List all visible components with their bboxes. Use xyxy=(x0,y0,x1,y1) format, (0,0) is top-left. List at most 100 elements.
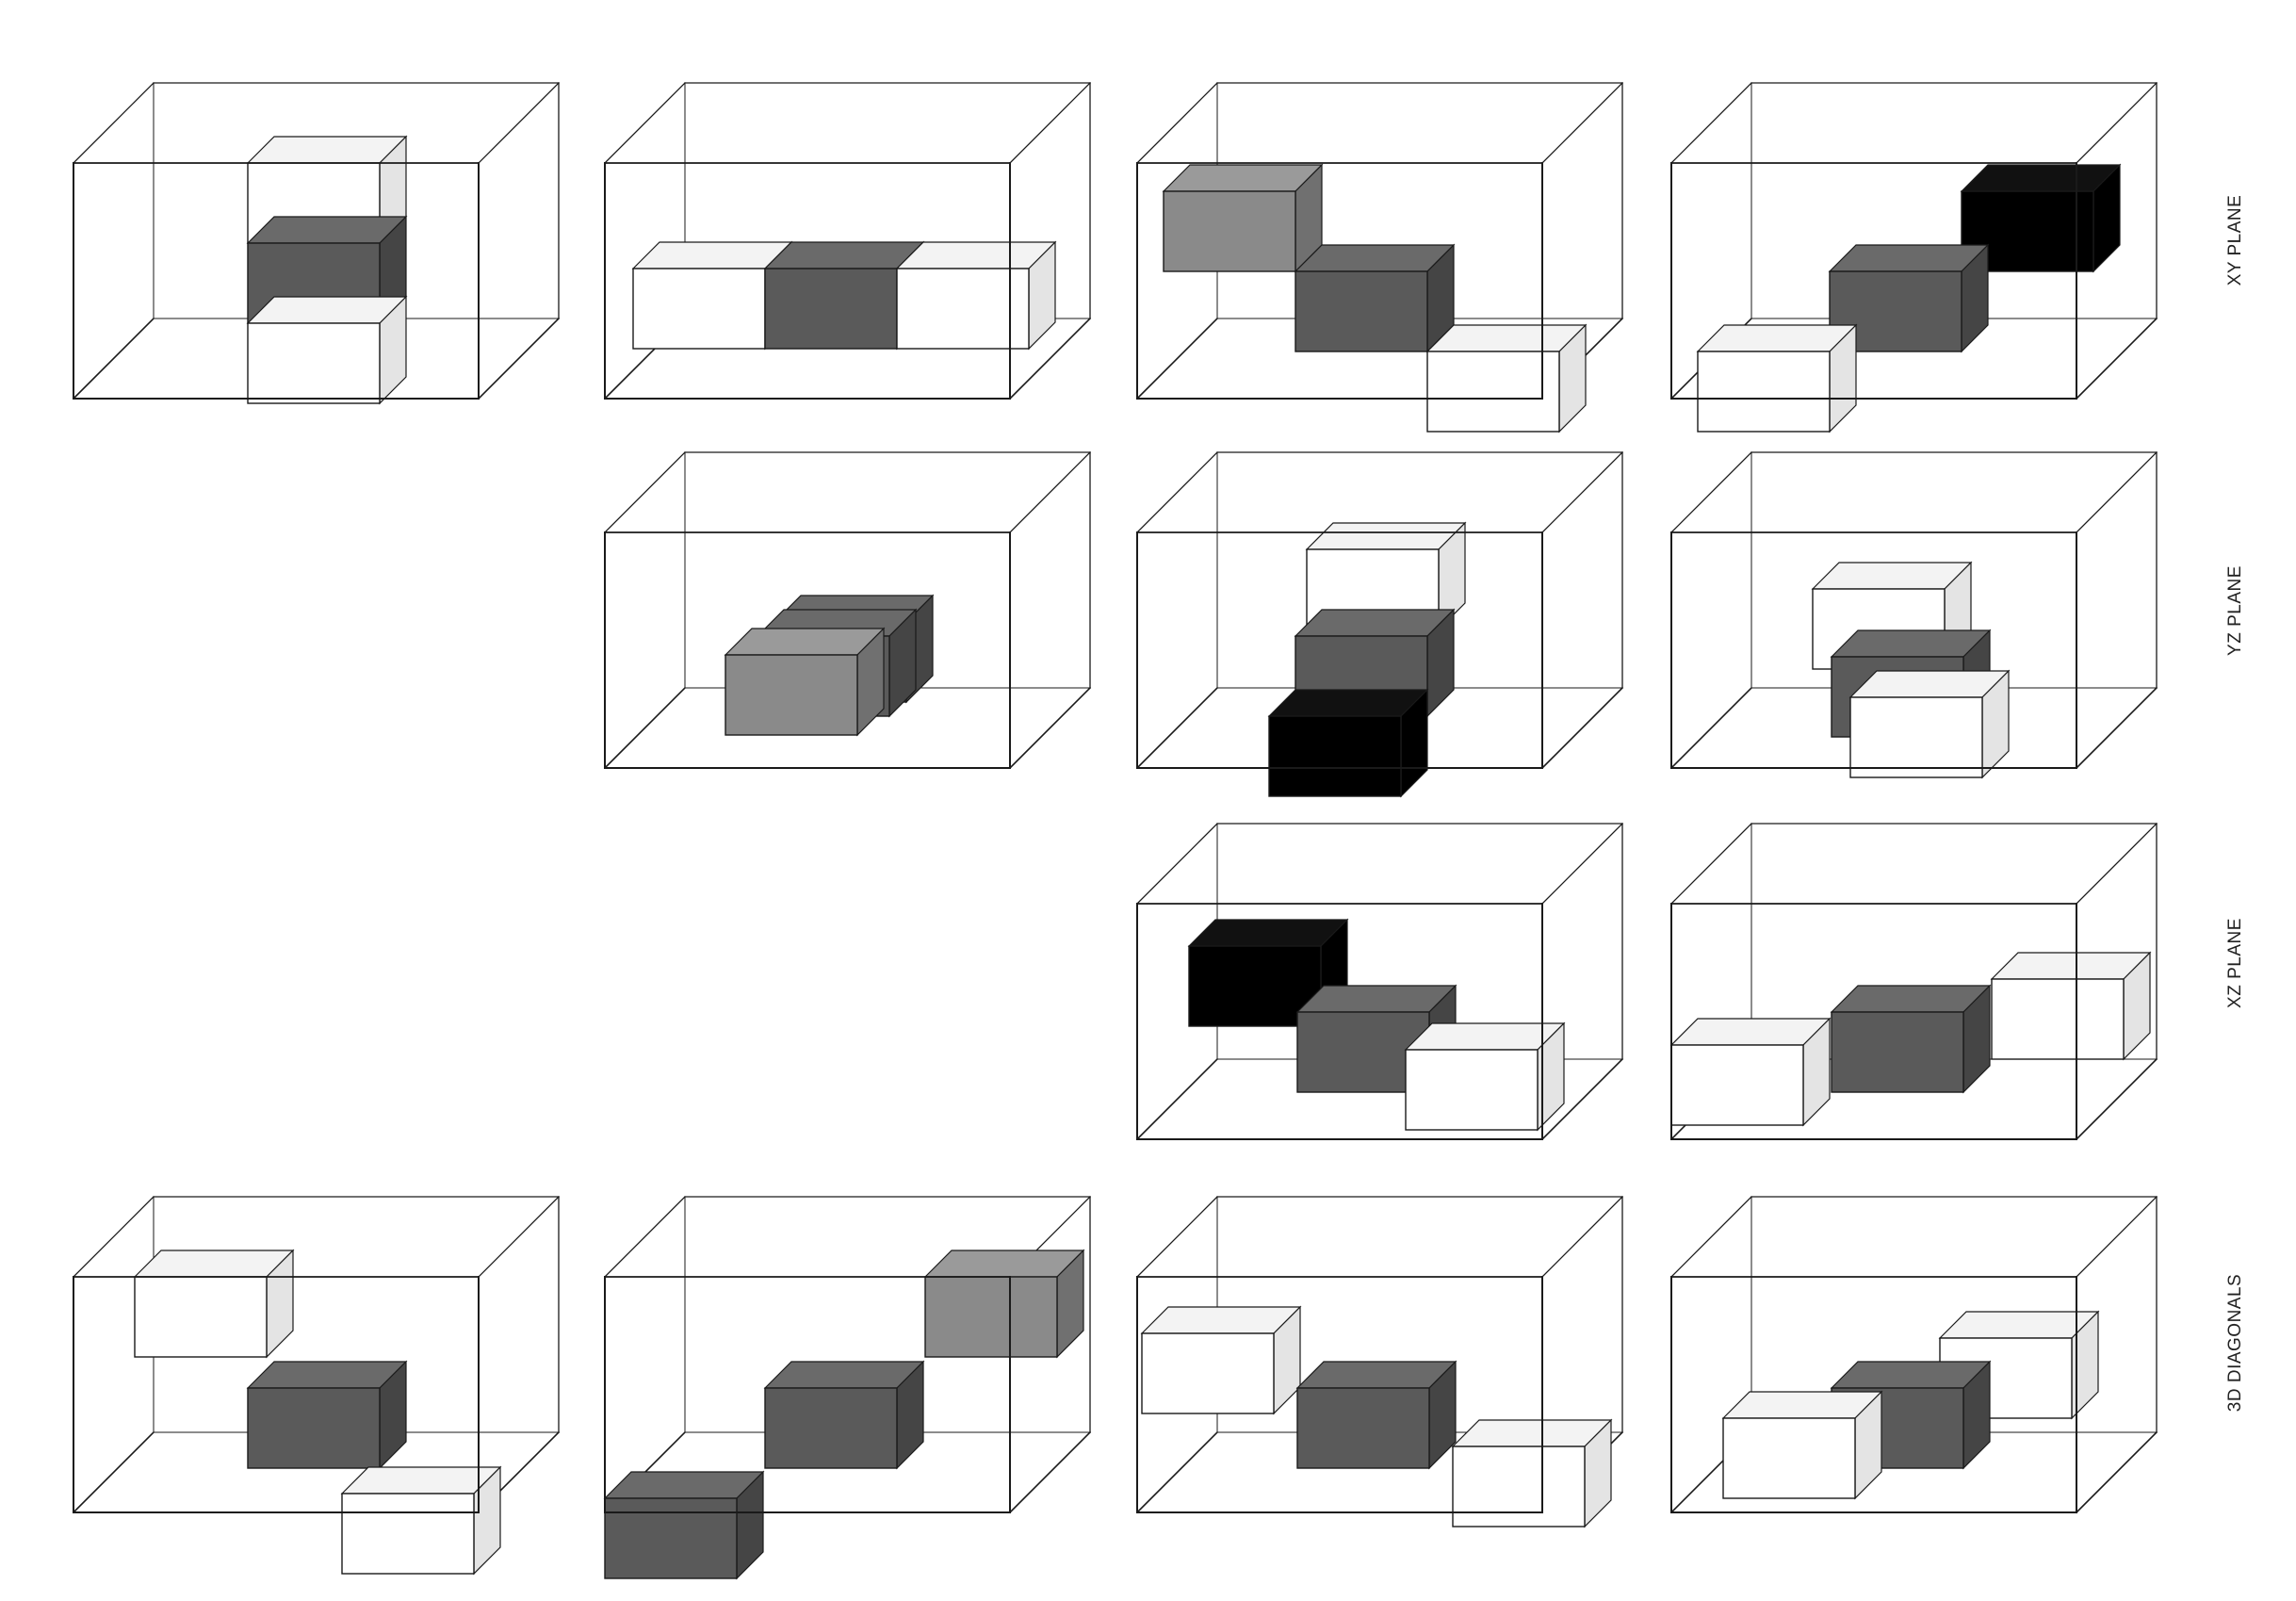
box-connector-top-left xyxy=(1136,1196,1218,1278)
box-connector-top-left xyxy=(1136,82,1218,164)
box-connector-bottom-right xyxy=(2075,686,2158,770)
box-connector-top-left xyxy=(604,1196,686,1278)
box-connector-top-right xyxy=(1541,451,1623,533)
cube-top-face xyxy=(246,216,408,244)
box-connector-top-left xyxy=(73,1196,155,1278)
cube-white-0 xyxy=(133,1249,295,1359)
box-connector-bottom-left xyxy=(72,1430,155,1514)
cube-top-face xyxy=(1294,609,1456,637)
box-connector-bottom-right xyxy=(1540,1057,1624,1141)
row-label-xz-plane: XZ PLANE xyxy=(2225,918,2245,1008)
cube-white-0 xyxy=(1669,1017,1832,1127)
cube-top-face xyxy=(1669,1018,1832,1046)
panel-r2-c2 xyxy=(1135,823,1624,1141)
box-connector-top-right xyxy=(2076,451,2158,533)
row-label-3d-diagonals: 3D DIAGONALS xyxy=(2225,1274,2245,1412)
cube-black-2 xyxy=(1267,688,1429,798)
cube-top-face xyxy=(1848,670,2011,698)
cube-dark-1 xyxy=(1294,243,1456,353)
cube-front-face xyxy=(1268,715,1402,797)
panel-r3-c2 xyxy=(1135,1196,1624,1528)
cube-top-face xyxy=(133,1250,295,1278)
cube-top-face xyxy=(1305,522,1467,550)
box-connector-bottom-left xyxy=(1135,686,1219,770)
cube-front-face xyxy=(134,1276,268,1358)
cube-white-2 xyxy=(340,1465,502,1576)
cube-white-0 xyxy=(1721,1390,1883,1500)
cube-front-face xyxy=(1295,270,1428,352)
cube-top-face xyxy=(1828,244,1990,272)
cube-top-face xyxy=(895,241,1057,270)
panel-r0-c2 xyxy=(1135,82,1624,433)
row-labels: XY PLANE YZ PLANE XZ PLANE 3D DIAGONALS xyxy=(2225,195,2245,1413)
cube-top-face xyxy=(724,628,886,656)
cube-dark-0 xyxy=(603,1470,765,1580)
box-connector-top-right xyxy=(1009,451,1091,533)
cube-top-face xyxy=(1830,629,1992,658)
cube-front-face xyxy=(1141,1332,1275,1414)
cube-light-2 xyxy=(724,627,886,737)
cube-front-face xyxy=(764,1387,898,1469)
box-connector-top-left xyxy=(1136,823,1218,905)
cube-top-face xyxy=(1830,985,1992,1013)
box-connector-top-right xyxy=(1009,82,1091,164)
cube-front-face xyxy=(924,1276,1058,1358)
box-connector-bottom-right xyxy=(2075,1057,2158,1141)
box-connector-top-right xyxy=(2076,82,2158,164)
cube-top-face xyxy=(1295,985,1457,1013)
cube-front-face xyxy=(1697,351,1831,433)
box-connector-top-left xyxy=(604,451,686,533)
cube-front-face xyxy=(1849,696,1983,778)
panel-r3-c0 xyxy=(72,1196,561,1576)
cube-white-0 xyxy=(1140,1305,1302,1415)
cube-top-face xyxy=(1162,164,1324,192)
cube-top-face xyxy=(1451,1419,1613,1447)
cube-dark-1 xyxy=(246,1360,408,1470)
cube-top-face xyxy=(1267,689,1429,717)
cube-top-face xyxy=(1294,244,1456,272)
cube-front-face xyxy=(247,1387,381,1469)
cube-top-face xyxy=(246,296,408,324)
box-connector-bottom-left xyxy=(1135,1430,1219,1514)
box-connector-top-right xyxy=(1541,82,1623,164)
box-connector-top-right xyxy=(478,82,560,164)
cube-dark-1 xyxy=(763,1360,925,1470)
box-connector-bottom-right xyxy=(1008,686,1092,770)
box-connector-top-left xyxy=(1670,1196,1752,1278)
box-connector-top-right xyxy=(2076,823,2158,905)
cube-top-face xyxy=(1721,1391,1883,1419)
cube-top-face xyxy=(1295,1361,1457,1389)
cube-top-face xyxy=(246,1361,408,1389)
cube-top-face xyxy=(1960,164,2122,192)
cube-front-face xyxy=(1831,1011,1964,1093)
cube-white-2 xyxy=(1451,1418,1613,1528)
cube-white-2 xyxy=(246,295,408,405)
cube-top-face xyxy=(1425,324,1588,352)
cube-front-face xyxy=(764,268,898,350)
cube-white-2 xyxy=(1938,1310,2100,1420)
cube-light-0 xyxy=(1162,163,1324,273)
panel-r3-c1 xyxy=(603,1196,1092,1580)
box-connector-bottom-right xyxy=(2075,1430,2158,1514)
box-connector-top-left xyxy=(1670,451,1752,533)
panel-r0-c1 xyxy=(603,82,1092,400)
cube-front-face xyxy=(632,268,766,350)
cube-top-face xyxy=(1990,952,2152,980)
cube-front-face xyxy=(341,1493,475,1575)
cube-front-face xyxy=(1296,1387,1430,1469)
box-connector-top-right xyxy=(478,1196,560,1278)
box-connector-top-left xyxy=(1136,451,1218,533)
cube-top-face xyxy=(340,1466,502,1495)
cube-top-face xyxy=(603,1471,765,1499)
cube-front-face xyxy=(1426,351,1560,433)
cube-front-face xyxy=(247,322,381,404)
box-connector-bottom-right xyxy=(477,317,561,400)
box-connector-bottom-right xyxy=(1008,1430,1092,1514)
box-connector-bottom-left xyxy=(1135,317,1219,400)
cube-top-face xyxy=(1938,1311,2100,1339)
panel-r1-c3 xyxy=(1669,451,2158,779)
box-connector-bottom-left xyxy=(603,686,687,770)
panel-r0-c0 xyxy=(72,82,561,405)
panel-r2-c3 xyxy=(1669,823,2158,1141)
